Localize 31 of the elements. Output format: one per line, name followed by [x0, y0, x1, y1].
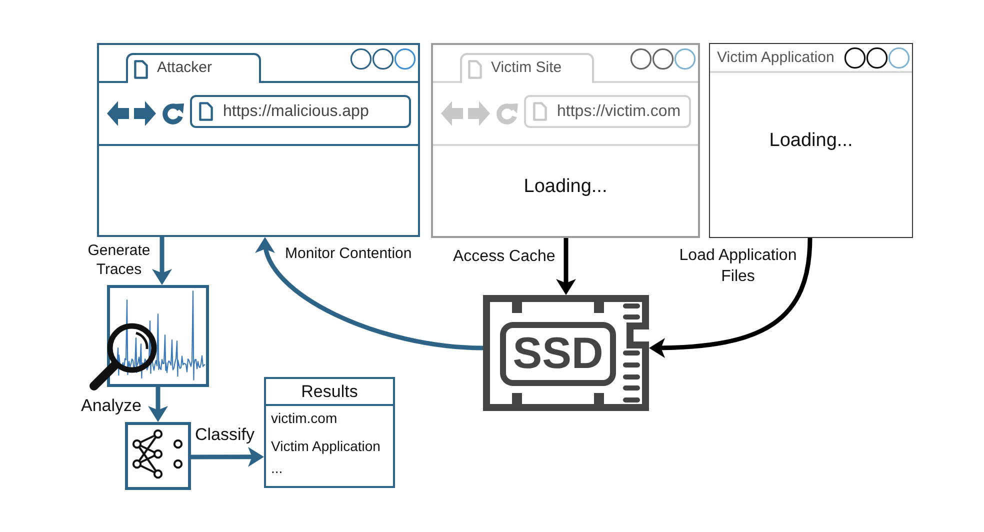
arrow	[148, 387, 168, 422]
address-bar: https://malicious.app	[190, 95, 411, 128]
loading-text: Loading...	[524, 176, 608, 198]
edge-label: Load Application Files	[678, 246, 798, 287]
edge-label: Monitor Contention	[285, 244, 412, 264]
edge-label: Classify	[195, 424, 255, 445]
app-window	[709, 43, 913, 238]
results-panel	[264, 377, 395, 488]
ssd-chip	[483, 295, 649, 411]
arrow	[556, 238, 576, 295]
arrow	[191, 446, 264, 467]
list-item: ...	[271, 459, 283, 477]
browser-window	[431, 43, 700, 238]
list-item: victim.com	[271, 409, 338, 427]
edge-label: Generate Traces	[86, 241, 152, 279]
signal-trace-plot	[107, 285, 209, 387]
curved-arrow	[257, 237, 484, 350]
address-bar: https://victim.com	[524, 95, 691, 128]
browser-tab: Victim Site	[460, 53, 594, 83]
window-title: Victim Application	[717, 49, 834, 67]
arrow	[152, 237, 172, 285]
classifier-box	[125, 422, 191, 490]
results-heading: Results	[266, 379, 393, 406]
browser-tab: Attacker	[126, 53, 261, 83]
browser-window	[97, 43, 420, 237]
curved-arrow	[649, 238, 812, 358]
edge-label: Access Cache	[453, 247, 556, 267]
loading-text: Loading...	[769, 130, 853, 152]
list-item: Victim Application	[271, 437, 380, 455]
edge-label: Analyze	[81, 395, 142, 416]
ssd-label: SSD	[512, 331, 604, 377]
